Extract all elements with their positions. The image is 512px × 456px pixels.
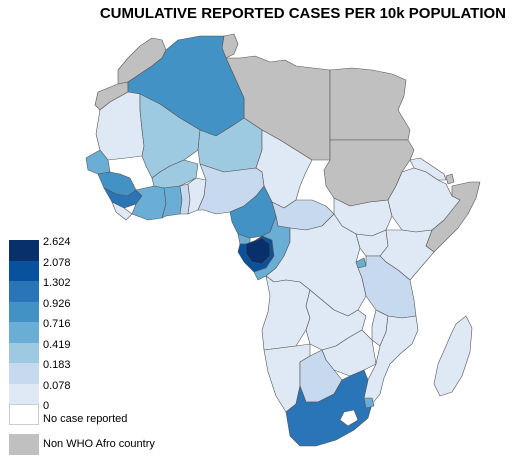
legend-swatch <box>9 322 39 343</box>
legend-label: 0.926 <box>43 297 71 310</box>
legend-item: 0.716 <box>9 318 209 343</box>
legend-item: 1.302 <box>9 277 209 302</box>
legend-label: 2.624 <box>43 236 71 248</box>
legend-item: 0.078 <box>9 380 209 404</box>
region-djibouti <box>445 173 455 185</box>
region-madagascar <box>433 315 473 397</box>
legend-label: 0.716 <box>43 318 71 330</box>
legend-swatch <box>9 383 39 404</box>
legend: 2.624 2.078 1.302 0.926 0.716 0.419 0.183 0.078… <box>9 236 209 456</box>
region-liberia <box>111 201 133 221</box>
legend-label-zero: 0 <box>43 400 50 412</box>
legend-swatch <box>9 281 39 302</box>
region-lesotho <box>339 409 359 427</box>
legend-label: 0.183 <box>43 359 71 371</box>
legend-item: 2.624 <box>9 236 209 261</box>
region-angola <box>261 275 311 351</box>
legend-label-no-case: No case reported <box>43 413 128 425</box>
region-south-africa <box>285 369 373 447</box>
legend-label: 2.078 <box>43 256 71 269</box>
map-title: CUMULATIVE REPORTED CASES PER 10k POPULA… <box>99 5 506 22</box>
legend-label: 0.419 <box>43 338 71 351</box>
region-guinea <box>97 171 137 197</box>
legend-item-zero: 0 No case reported <box>9 400 209 428</box>
legend-label-non-who: Non WHO Afro country <box>43 438 155 450</box>
region-gabon-core <box>245 237 271 265</box>
legend-swatch-zero <box>9 404 39 425</box>
legend-swatch <box>9 342 39 363</box>
legend-swatch <box>9 260 39 281</box>
legend-swatch <box>9 240 39 261</box>
legend-swatch <box>9 301 39 322</box>
region-cote-divoire <box>131 185 167 221</box>
legend-label: 0.078 <box>43 379 71 392</box>
legend-item: 0.183 <box>9 359 209 384</box>
region-ethiopia <box>387 167 461 233</box>
legend-swatch-non-who <box>9 434 39 455</box>
legend-label: 1.302 <box>43 277 71 289</box>
region-mozambique <box>363 315 419 405</box>
legend-swatch <box>9 363 39 384</box>
legend-item-non-who: Non WHO Afro country <box>9 434 209 456</box>
region-egypt <box>329 67 411 141</box>
legend-item: 2.078 <box>9 257 209 281</box>
legend-item: 0.419 <box>9 339 209 363</box>
region-swaziland <box>363 397 375 409</box>
legend-item: 0.926 <box>9 298 209 322</box>
